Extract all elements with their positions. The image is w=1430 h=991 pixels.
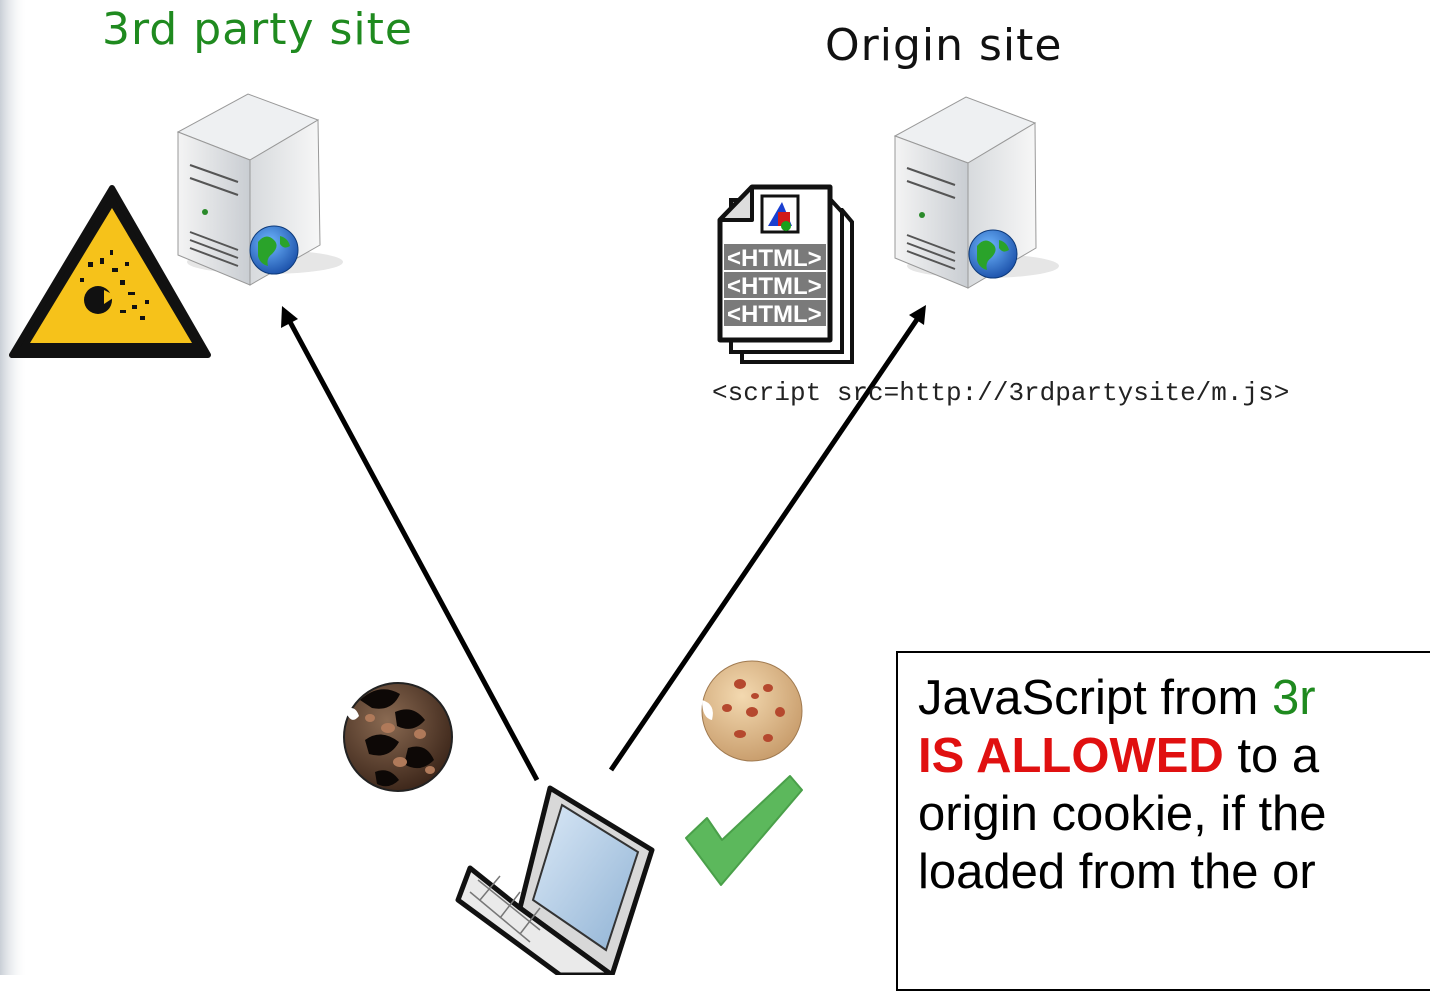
script-tag-text: <script src=http://3rdpartysite/m.js> xyxy=(712,378,1290,408)
explanation-line-4: loaded from the or xyxy=(918,845,1316,899)
laptop-icon xyxy=(455,785,655,975)
arrow-to-origin xyxy=(608,305,926,772)
third-party-site-label: 3rd party site xyxy=(102,4,413,55)
origin-server-icon xyxy=(893,96,1059,289)
explanation-line-2: IS ALLOWED to a xyxy=(918,727,1430,785)
explanation-prefix: JavaScript from xyxy=(918,671,1272,725)
explanation-third-party-highlight: 3r xyxy=(1271,671,1316,725)
html-tag-text-1: <HTML> xyxy=(727,245,822,272)
explanation-line-3: origin cookie, if the xyxy=(918,787,1327,841)
arrow-to-third-party xyxy=(281,306,540,782)
html-document-icon: <HTML> <HTML> <HTML> xyxy=(717,184,854,364)
third-party-server-icon xyxy=(176,93,343,286)
explanation-allowed-emphasis: IS ALLOWED xyxy=(918,729,1224,783)
cookie-icon xyxy=(701,660,803,762)
html-tag-text-2: <HTML> xyxy=(727,273,822,300)
explanation-line-1: JavaScript from 3r xyxy=(918,669,1430,727)
checkmark-icon xyxy=(685,775,803,886)
html-tag-text-3: <HTML> xyxy=(727,301,822,328)
origin-site-label: Origin site xyxy=(825,20,1063,71)
background-edge xyxy=(0,0,28,975)
explanation-box: JavaScript from 3r IS ALLOWED to a origi… xyxy=(896,651,1430,991)
explosion-warning-icon xyxy=(9,185,211,358)
burnt-cookie-icon xyxy=(343,682,453,792)
explanation-line-2-rest: to a xyxy=(1223,729,1320,783)
